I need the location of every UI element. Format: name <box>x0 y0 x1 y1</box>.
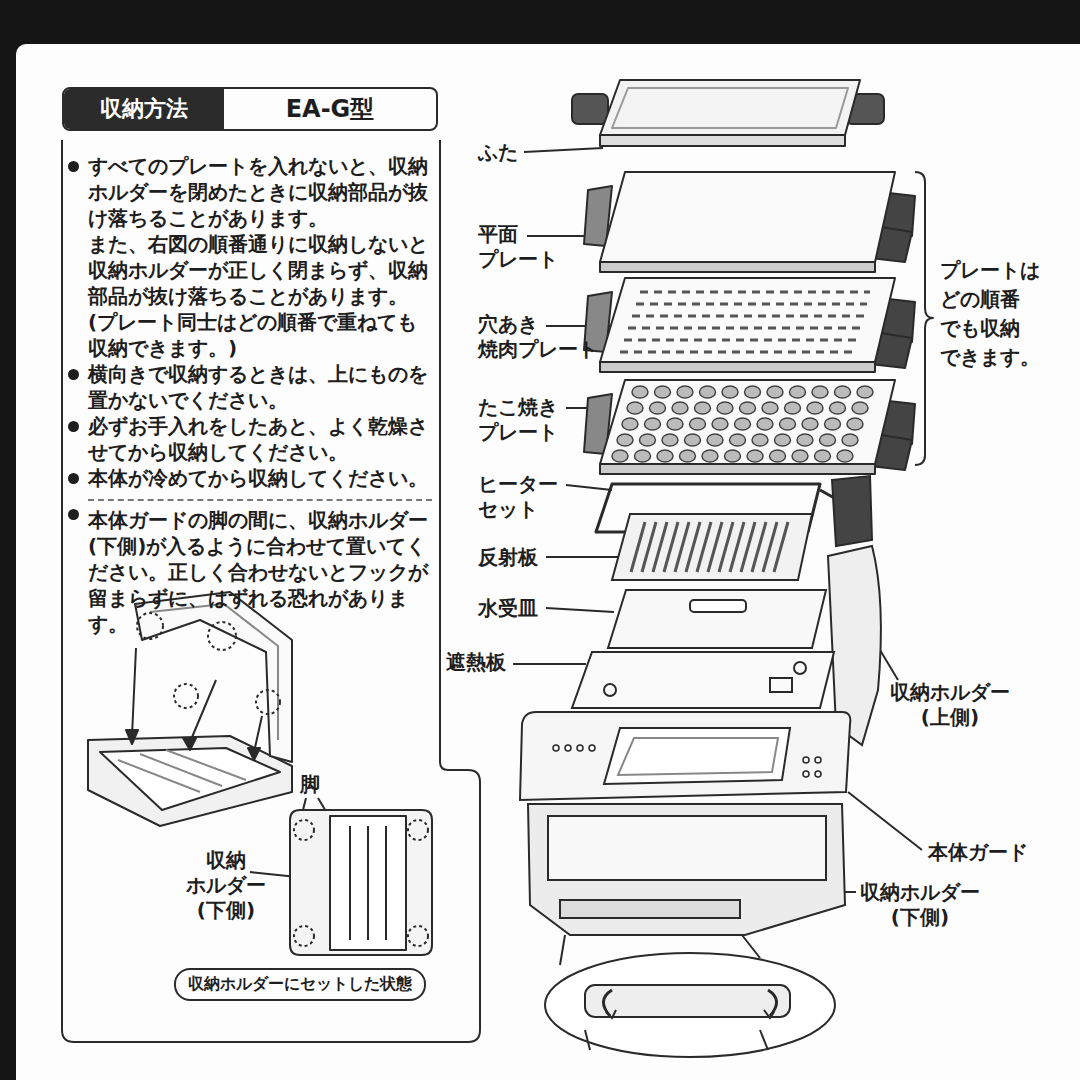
part-label: 本体ガード <box>928 840 1028 865</box>
model-name: EA-G型 <box>224 89 436 129</box>
part-label: 水受皿 <box>478 596 538 621</box>
caution-note: 横向きで収納するときは、上にものを置かないでください。 <box>88 361 432 413</box>
part-label: 収納 ホルダー (下側) <box>186 848 266 923</box>
caution-note: 本体が冷めてから収納してください。 <box>88 465 432 491</box>
part-label: 遮熱板 <box>446 650 506 675</box>
leg-label: 脚 <box>300 772 320 797</box>
part-label: 反射板 <box>478 545 538 570</box>
part-label: 収納ホルダー (上側) <box>890 680 1010 730</box>
caution-note: また、右図の順番通りに収納しないと収納ホルダーが正しく閉まらず、収納部品が抜け落… <box>88 231 432 309</box>
part-label: ふた <box>478 140 518 165</box>
caution-note: 必ずお手入れをしたあと、よく乾燥させてから収納してください。 <box>88 413 432 465</box>
title-header-box: 収納方法EA-G型 <box>62 87 438 131</box>
part-label: 平面 プレート <box>478 222 558 272</box>
caution-note: すべてのプレートを入れないと、収納ホルダーを閉めたときに収納部品が抜け落ちること… <box>88 153 432 231</box>
part-label: たこ焼き プレート <box>478 395 558 445</box>
part-label: 収納ホルダー (下側) <box>860 880 980 930</box>
caution-note: (プレート同士はどの順番で重ねても収納できます。) <box>88 309 432 361</box>
part-label: 穴あき 焼肉プレート <box>478 312 598 362</box>
notes-flow: すべてのプレートを入れないと、収納ホルダーを閉めたときに収納部品が抜け落ちること… <box>88 153 432 637</box>
plate-order-note: プレートは どの順番 でも収納 できます。 <box>940 256 1040 372</box>
caution-note: 本体ガードの脚の間に、収納ホルダー(下側)が入るように合わせて置いてください。正… <box>88 499 432 637</box>
state-caption-box: 収納ホルダーにセットした状態 <box>174 968 426 1001</box>
header-title: 収納方法 <box>64 89 224 129</box>
part-label: ヒーター セット <box>478 472 558 522</box>
state-caption: 収納ホルダーにセットした状態 <box>188 974 412 995</box>
